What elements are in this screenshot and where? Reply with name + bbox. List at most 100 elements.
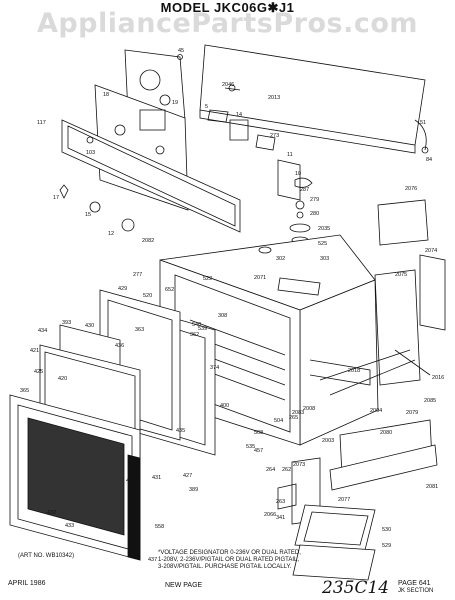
- callout-2035: 2035: [318, 226, 331, 232]
- callout-2004: 2004: [370, 408, 383, 414]
- callout-117: 117: [37, 120, 46, 126]
- callout-308: 308: [218, 313, 228, 319]
- callout-2071: 2071: [254, 275, 267, 281]
- door-window-screen: [27, 417, 125, 536]
- callout-393: 393: [62, 320, 72, 326]
- callout-522: 522: [203, 276, 213, 282]
- callout-2018: 2018: [348, 368, 361, 374]
- callout-362: 362: [190, 332, 200, 338]
- callout-2081: 2081: [426, 484, 439, 490]
- callout-2066: 2066: [264, 512, 277, 518]
- callout-2003: 2003: [322, 438, 335, 444]
- callout-303: 303: [320, 256, 330, 262]
- callout-2074: 2074: [425, 248, 438, 254]
- door-trim-strip: [127, 454, 141, 561]
- footer-page: PAGE 641: [398, 580, 431, 587]
- callout-558: 558: [155, 524, 165, 530]
- callout-421: 421: [30, 348, 40, 354]
- callout-2016: 2016: [432, 375, 445, 381]
- callout-508: 508: [254, 430, 264, 436]
- voltage-note-line-3: 3-208V/PIGTAIL. PURCHASE PIGTAIL LOCALLY…: [158, 564, 292, 570]
- callout-389: 389: [189, 487, 199, 493]
- callout-2013: 2013: [268, 95, 281, 101]
- callout-529: 529: [382, 543, 392, 549]
- voltage-note-line-1: *VOLTAGE DESIGNATOR 0-236V OR DUAL RATED…: [158, 550, 301, 556]
- callout-2075: 2075: [395, 272, 408, 278]
- callout-652: 652: [165, 287, 175, 293]
- side-panel: [419, 254, 446, 331]
- callout-12: 12: [108, 231, 115, 237]
- callout-341: 341: [276, 515, 286, 521]
- callout-14: 14: [236, 112, 243, 118]
- callout-11: 11: [287, 152, 293, 158]
- callout-15: 15: [85, 212, 92, 218]
- callout-5: 5: [205, 104, 209, 110]
- callout-435: 435: [176, 428, 186, 434]
- callout-84: 84: [426, 157, 433, 163]
- callout-2080: 2080: [380, 430, 393, 436]
- callout-525: 525: [318, 241, 328, 247]
- art-number: (ART NO. WB10342): [18, 553, 75, 559]
- footer-new-page: NEW PAGE: [165, 582, 203, 589]
- callout-504: 504: [274, 418, 284, 424]
- callout-520: 520: [143, 293, 153, 299]
- callout-363: 363: [135, 327, 145, 333]
- callout-539: 539: [198, 326, 208, 332]
- callout-437: 437: [148, 557, 158, 563]
- callout-374: 374: [210, 365, 220, 371]
- callout-540: 540: [192, 322, 202, 328]
- front-control-panel: [61, 119, 241, 233]
- callout-279: 279: [310, 197, 320, 203]
- callout-302: 302: [276, 256, 286, 262]
- callout-427: 427: [183, 473, 193, 479]
- callout-530: 530: [382, 527, 392, 533]
- top-cover-panel: [199, 44, 426, 146]
- callout-263: 263: [276, 499, 286, 505]
- callout-431: 431: [152, 475, 162, 481]
- callout-280: 280: [310, 211, 320, 217]
- footer-section: JK SECTION: [398, 588, 434, 594]
- callout-430: 430: [85, 323, 95, 329]
- callout-273: 273: [270, 133, 280, 139]
- callout-434: 434: [38, 328, 48, 334]
- callout-535: 535: [246, 444, 256, 450]
- callout-51: 51: [420, 120, 427, 126]
- callout-277: 277: [133, 272, 143, 278]
- insulation-cover: [377, 199, 429, 246]
- callout-17: 17: [53, 195, 60, 201]
- voltage-note-line-2: 1-208V, 2-236V/PIGTAIL OR DUAL RATED PIG…: [158, 557, 300, 563]
- callout-287: 287: [300, 187, 310, 193]
- callout-433: 433: [126, 478, 136, 484]
- callout-433: 433: [65, 523, 75, 529]
- callout-365: 365: [20, 388, 30, 394]
- callout-262: 262: [282, 467, 292, 473]
- footer-date: APRIL 1986: [8, 580, 46, 587]
- callout-2085: 2085: [424, 398, 437, 404]
- drip-pan: [292, 544, 376, 581]
- callout-265: 265: [289, 415, 299, 421]
- callout-103: 103: [86, 150, 96, 156]
- callout-18: 18: [103, 92, 110, 98]
- callout-436: 436: [115, 343, 125, 349]
- back-rear-panel: [374, 269, 421, 386]
- watermark: AppliancePartsPros.com: [36, 8, 419, 39]
- callout-2082: 2082: [142, 238, 155, 244]
- switch-component: [229, 119, 249, 141]
- bottom-trim: [329, 444, 438, 491]
- callout-10: 10: [295, 171, 302, 177]
- callout-2046: 2046: [222, 82, 235, 88]
- callout-425: 425: [34, 369, 44, 375]
- callout-420: 420: [58, 376, 68, 382]
- handwritten-code: 235C14: [322, 578, 390, 598]
- callout-2077: 2077: [338, 497, 351, 503]
- callout-45: 45: [178, 48, 185, 54]
- callout-2008: 2008: [303, 406, 316, 412]
- callout-429: 429: [118, 286, 128, 292]
- callout-19: 19: [172, 100, 179, 106]
- callout-457: 457: [254, 448, 264, 454]
- callout-2083: 2083: [292, 410, 305, 416]
- callout-264: 264: [266, 467, 276, 473]
- callout-2076: 2076: [405, 186, 418, 192]
